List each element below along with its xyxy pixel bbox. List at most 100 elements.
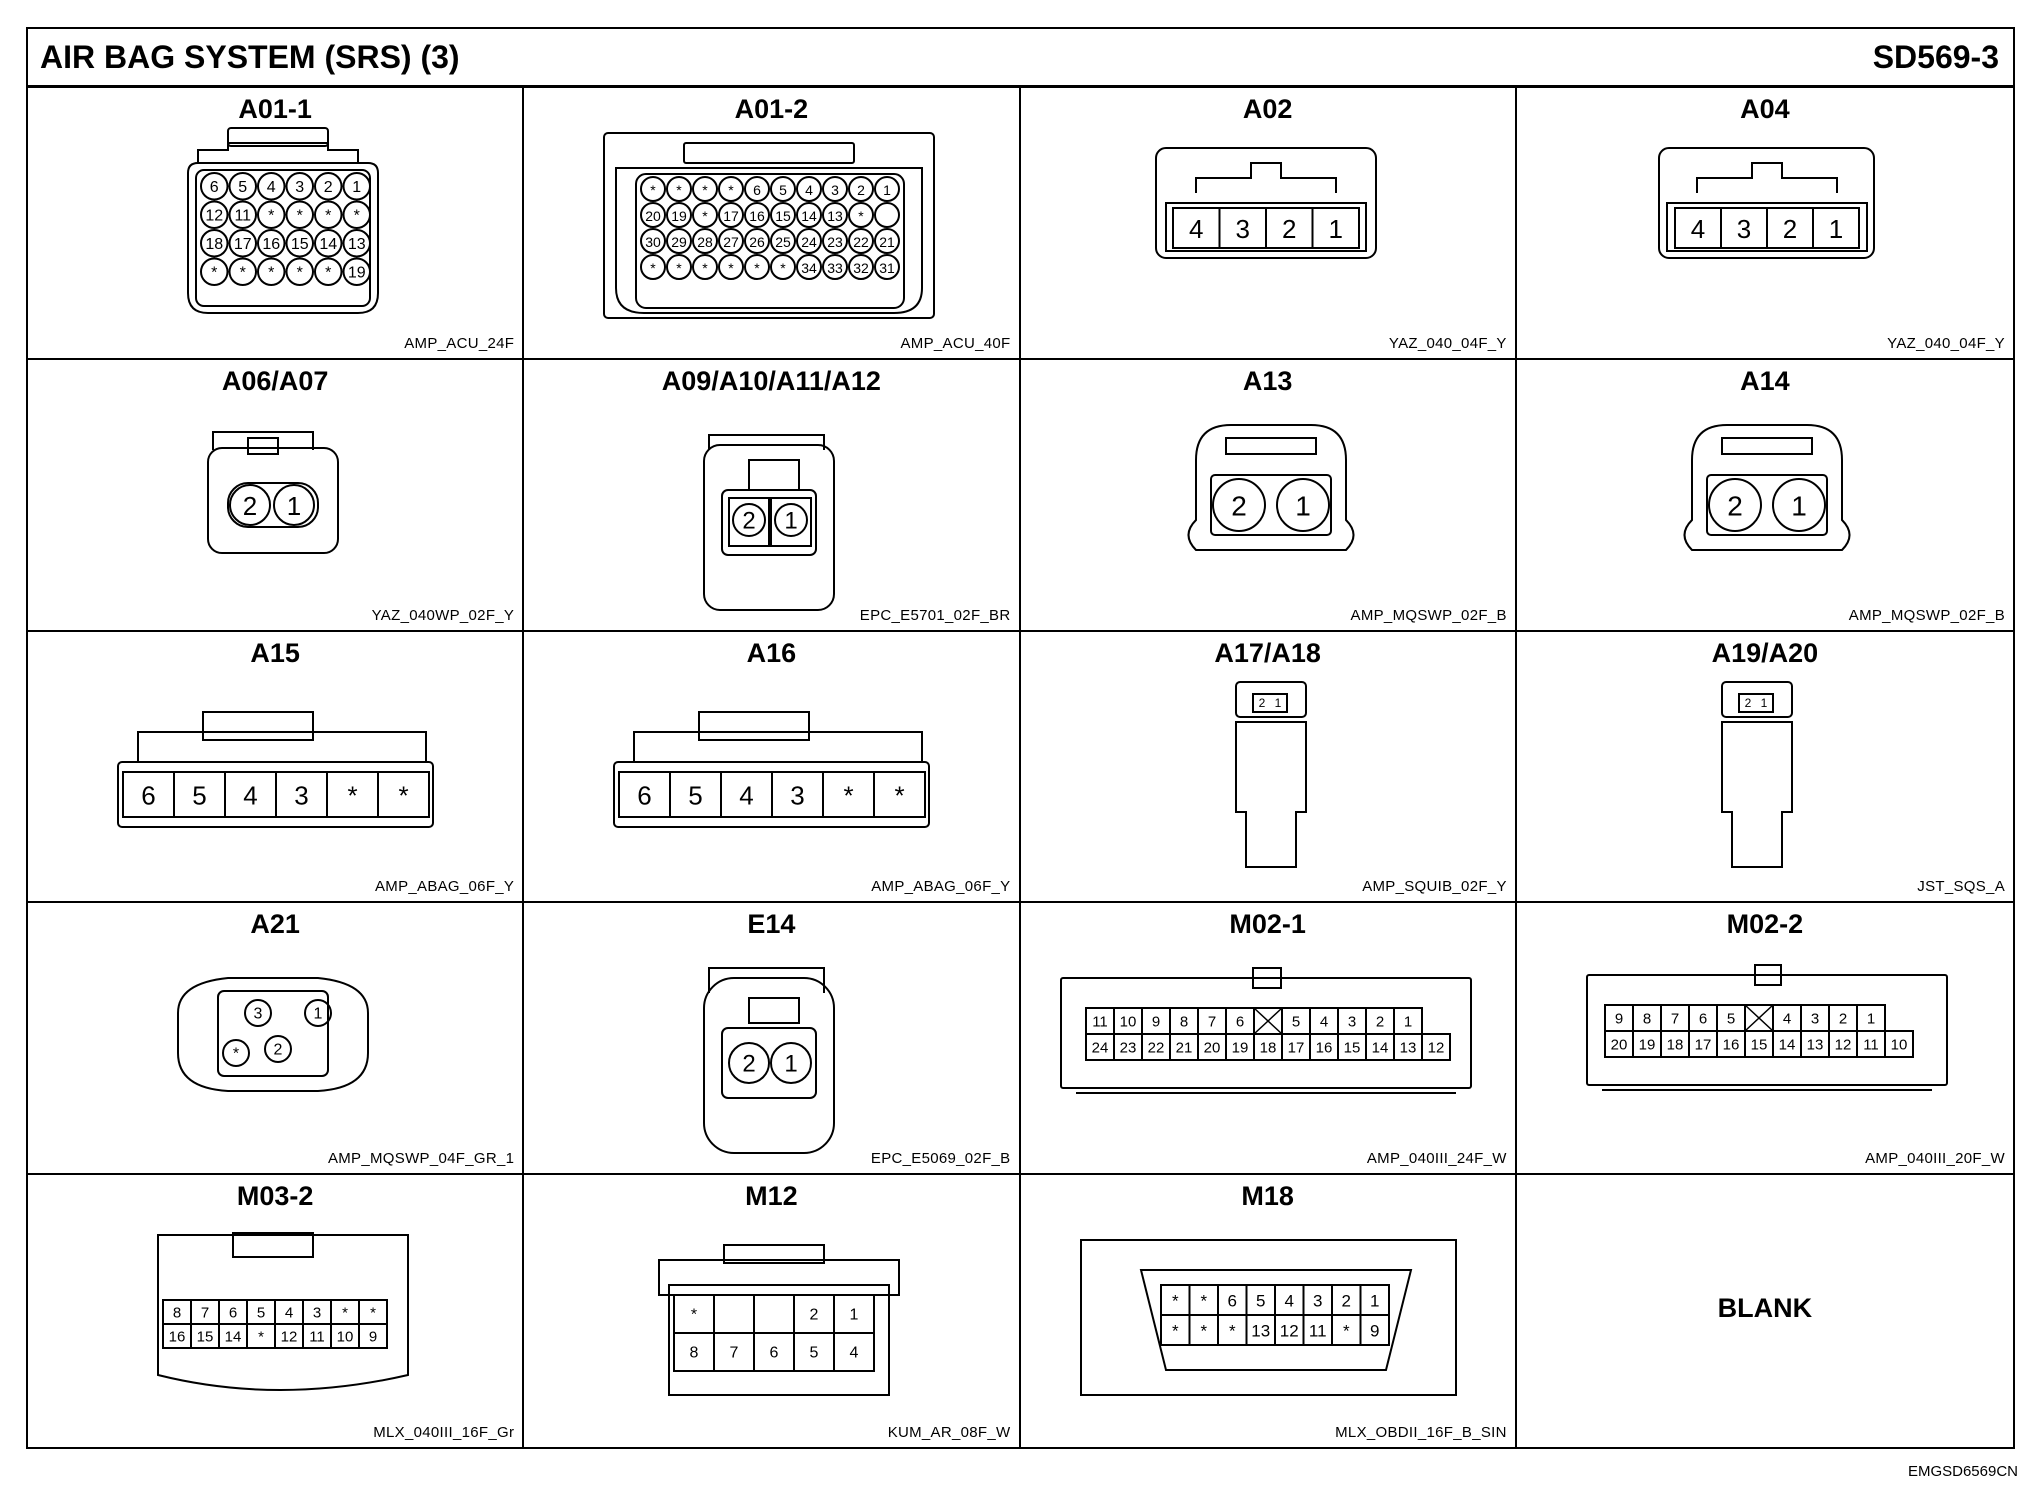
- pin-label: 14: [1371, 1040, 1388, 1057]
- connector-housing: [207, 446, 339, 554]
- connector-title: A17/A18: [1214, 637, 1321, 668]
- connector-title: M02-2: [1726, 909, 1804, 940]
- pin-label: 5: [1727, 1011, 1735, 1028]
- pin-label: 6: [753, 182, 761, 198]
- pin-cavity: [874, 176, 901, 202]
- pin-label: *: [703, 260, 709, 276]
- connector-housing: [668, 1284, 891, 1397]
- pin-label: 18: [1259, 1040, 1276, 1057]
- connector-latch: [1251, 967, 1282, 990]
- pin-label: *: [844, 780, 854, 810]
- connector-lock: [1695, 162, 1838, 193]
- pin-cavity: [713, 1294, 756, 1335]
- pin-label: 1: [1791, 490, 1807, 521]
- connector-latch: [202, 710, 314, 741]
- pin-label: *: [370, 1305, 376, 1322]
- pin-label: 5: [192, 780, 206, 810]
- pin-label: 2: [324, 179, 333, 196]
- connector-part-code: AMP_ABAG_06F_Y: [374, 878, 515, 896]
- connector-top: [658, 1259, 901, 1297]
- pin-label: *: [297, 264, 303, 281]
- pin-label: 6: [1699, 1011, 1707, 1028]
- pin-label: 5: [1256, 1292, 1265, 1311]
- pin-cavity: [744, 254, 771, 280]
- connector-latch: [1224, 436, 1317, 455]
- pin-label: 8: [1643, 1011, 1651, 1028]
- pin-label: *: [268, 264, 274, 281]
- pin-cavity: [770, 176, 797, 202]
- pin-label: 29: [671, 234, 687, 250]
- pin-label: *: [1228, 1322, 1235, 1341]
- connector-title: A13: [1242, 365, 1293, 396]
- pin-label: 8: [173, 1305, 181, 1322]
- pin-label: 7: [1207, 1014, 1215, 1031]
- pin-label: *: [398, 780, 408, 810]
- pin-cavity: [222, 1039, 250, 1068]
- connector-face: [1737, 692, 1774, 713]
- pin-label: 2: [243, 491, 257, 521]
- pin-label: 6: [229, 1305, 237, 1322]
- pin-cavity: [744, 176, 771, 202]
- connector-face: [1164, 202, 1367, 252]
- pin-cavity: [848, 176, 875, 202]
- connector-title: A15: [250, 637, 300, 668]
- pin-label: 2: [810, 1307, 819, 1324]
- pin-label: *: [240, 264, 246, 281]
- pin-cavity: [848, 228, 875, 254]
- pin-label: 16: [749, 208, 765, 224]
- pin-label: 24: [1091, 1040, 1108, 1057]
- pin-label: 12: [1279, 1322, 1298, 1341]
- pin-label: 23: [1119, 1040, 1136, 1057]
- pin-label: 2: [1783, 214, 1797, 244]
- connector-housing: [703, 977, 836, 1155]
- connector-part-code: KUM_AR_08F_W: [887, 1423, 1011, 1441]
- pin-label: 2: [1258, 696, 1265, 710]
- connector-latch: [247, 436, 279, 455]
- plug-cross: [1744, 1004, 1774, 1032]
- connector-title: A16: [746, 637, 797, 668]
- pin-cavity: [692, 176, 719, 202]
- pin-label: *: [703, 182, 709, 198]
- connector-face: [635, 173, 906, 309]
- connector-title: A02: [1242, 94, 1293, 124]
- pin-label: *: [729, 260, 735, 276]
- pin-label: 10: [337, 1329, 354, 1346]
- connector-title: M03-2: [236, 1181, 314, 1212]
- pin-cavity: [796, 254, 823, 280]
- pin-cavity: [822, 202, 849, 228]
- pin-cavity: [770, 1042, 813, 1085]
- pin-cavity: [796, 228, 823, 254]
- pin-label: 3: [254, 1006, 263, 1023]
- pin-cavity: [874, 254, 901, 280]
- pin-cavity: [244, 999, 272, 1028]
- connector-body: [1234, 720, 1307, 868]
- pin-label: 3: [294, 780, 308, 810]
- pin-label: 1: [1295, 490, 1311, 521]
- pin-label: 15: [775, 208, 791, 224]
- pin-label: 11: [234, 207, 251, 224]
- connector-face: [721, 488, 818, 556]
- pin-cavity: [377, 770, 430, 818]
- pin-cavity: [728, 1042, 771, 1085]
- page-title: AIR BAG SYSTEM (SRS) (3): [40, 39, 460, 75]
- pin-label: 2: [1282, 214, 1296, 244]
- connector-lock: [1194, 162, 1337, 193]
- connector-title: A19/A20: [1711, 637, 1819, 668]
- pin-label: 4: [1691, 214, 1705, 244]
- pin-label: 3: [295, 179, 304, 196]
- pin-label: 34: [801, 260, 817, 276]
- pin-cavity: [692, 202, 719, 228]
- pin-cavity: [257, 172, 286, 201]
- pin-cavity: [264, 1035, 292, 1064]
- pin-cavity: [822, 254, 849, 280]
- pin-label: *: [859, 208, 865, 224]
